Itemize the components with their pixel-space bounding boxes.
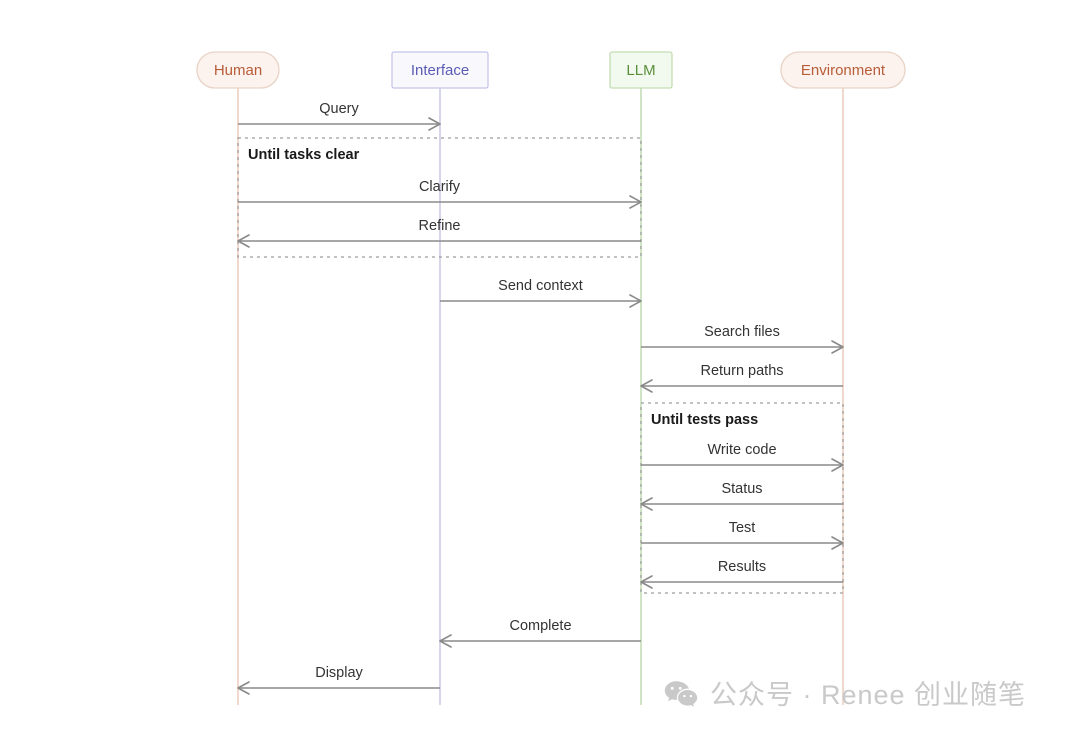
message-label-m4: Send context (498, 278, 583, 294)
message-label-m3: Refine (419, 218, 461, 234)
message-label-m10: Results (718, 559, 766, 575)
message-m2: Clarify (238, 179, 642, 209)
message-arrowhead-m1 (428, 117, 441, 131)
message-label-m1: Query (319, 101, 359, 117)
message-arrowhead-m4 (629, 294, 642, 308)
message-label-m2: Clarify (419, 179, 461, 195)
watermark: 公众号 · Renee 创业随笔 (664, 680, 1026, 710)
message-label-m11: Complete (509, 618, 571, 634)
message-label-m8: Status (721, 481, 762, 497)
message-arrowhead-m12 (237, 681, 250, 695)
message-label-m7: Write code (707, 442, 776, 458)
message-arrowhead-m6 (640, 379, 653, 393)
participant-box-human[interactable] (196, 51, 280, 89)
participant-box-interface[interactable] (391, 51, 489, 89)
loop-box-loop1 (237, 137, 642, 258)
participant-label-interface: Interface (411, 62, 469, 79)
message-label-m9: Test (729, 520, 756, 536)
loop-label-loop2: Until tests pass (651, 412, 758, 428)
watermark-text: 公众号 · Renee 创业随笔 (710, 679, 1027, 710)
participant-label-human: Human (214, 62, 262, 79)
message-label-m12: Display (315, 665, 363, 681)
message-m9: Test (641, 520, 844, 550)
message-label-m6: Return paths (700, 363, 783, 379)
message-label-m5: Search files (704, 324, 780, 340)
message-arrowhead-m9 (831, 536, 844, 550)
message-m5: Search files (641, 324, 844, 354)
message-m3: Refine (237, 218, 641, 248)
message-m11: Complete (439, 618, 641, 648)
message-arrowhead-m5 (831, 340, 844, 354)
message-m6: Return paths (640, 363, 843, 393)
participant-box-environment[interactable] (780, 51, 906, 89)
message-arrowhead-m10 (640, 575, 653, 589)
message-m10: Results (640, 559, 843, 589)
participant-llm[interactable]: LLM (609, 51, 673, 89)
message-m8: Status (640, 481, 843, 511)
loop-box-loop2 (640, 402, 844, 594)
participant-label-llm: LLM (626, 62, 655, 79)
message-arrowhead-m2 (629, 195, 642, 209)
message-m4: Send context (440, 278, 642, 308)
participant-human[interactable]: Human (196, 51, 280, 89)
message-arrowhead-m7 (831, 458, 844, 472)
message-m1: Query (238, 101, 441, 131)
participant-box-llm[interactable] (609, 51, 673, 89)
message-m7: Write code (641, 442, 844, 472)
participant-environment[interactable]: Environment (780, 51, 906, 89)
loop-label-loop1: Until tasks clear (248, 147, 360, 163)
message-m12: Display (237, 665, 440, 695)
participant-label-environment: Environment (801, 62, 886, 79)
message-arrowhead-m11 (439, 634, 452, 648)
message-arrowhead-m8 (640, 497, 653, 511)
wechat-icon (664, 680, 698, 710)
participant-interface[interactable]: Interface (391, 51, 489, 89)
message-arrowhead-m3 (237, 234, 250, 248)
